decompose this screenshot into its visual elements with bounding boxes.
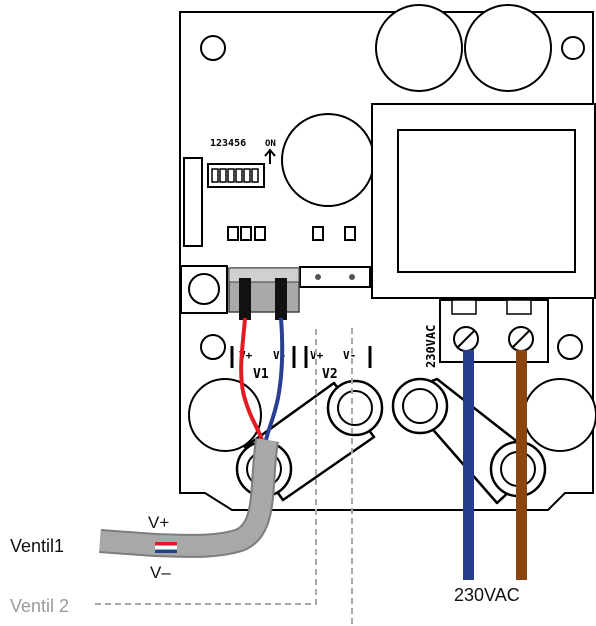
v2-name-label: V2 (322, 367, 338, 382)
cable-core-red (239, 317, 264, 441)
ventil2-label: Ventil 2 (10, 596, 69, 616)
capacitor-top-2 (464, 4, 552, 92)
terminal-strip (299, 266, 371, 288)
mains-wire-blue (463, 350, 474, 580)
push-button (180, 265, 228, 314)
mains-terminal-block: 230VAC (424, 299, 549, 368)
supply-voltage-label: 230VAC (454, 585, 520, 605)
transformer (371, 103, 596, 299)
mounting-hole-mid-left (200, 334, 226, 360)
capacitor-top-1 (375, 4, 463, 92)
arrow-up-icon (264, 148, 276, 164)
dip-switch-numbers: 123456 (210, 138, 246, 149)
mains-wires (463, 350, 527, 580)
ventil2-dashed-cable (95, 328, 353, 626)
supply-marking-label: 230VAC (424, 325, 438, 368)
mounting-hole-top-right (561, 36, 585, 60)
mounting-hole-top-left (200, 35, 226, 61)
dip-switch: 123456 ON (207, 138, 276, 188)
bottom-right-hole (523, 378, 596, 452)
v1-name-label: V1 (253, 367, 269, 382)
ventil1-cable (99, 317, 285, 558)
ventil1-label: Ventil1 (10, 536, 64, 556)
v2-minus-label: V- (343, 349, 356, 362)
small-components (183, 157, 356, 247)
capacitor-mid (281, 113, 375, 207)
vertical-resistor (183, 157, 203, 247)
ventil1-plus-label: V+ (148, 513, 169, 532)
v1-minus-label: V- (273, 349, 286, 362)
valve-connector (228, 267, 300, 320)
ventil1-minus-label: V– (150, 563, 171, 582)
mains-wire-brown (516, 350, 527, 580)
cable-core-blue (264, 317, 285, 441)
mounting-hole-mid-right (557, 334, 583, 360)
mounting-holes (200, 35, 585, 360)
cable-end-cores (155, 542, 177, 553)
dip-switch-on-label: ON (265, 139, 276, 149)
v2-plus-label: V+ (310, 349, 324, 362)
